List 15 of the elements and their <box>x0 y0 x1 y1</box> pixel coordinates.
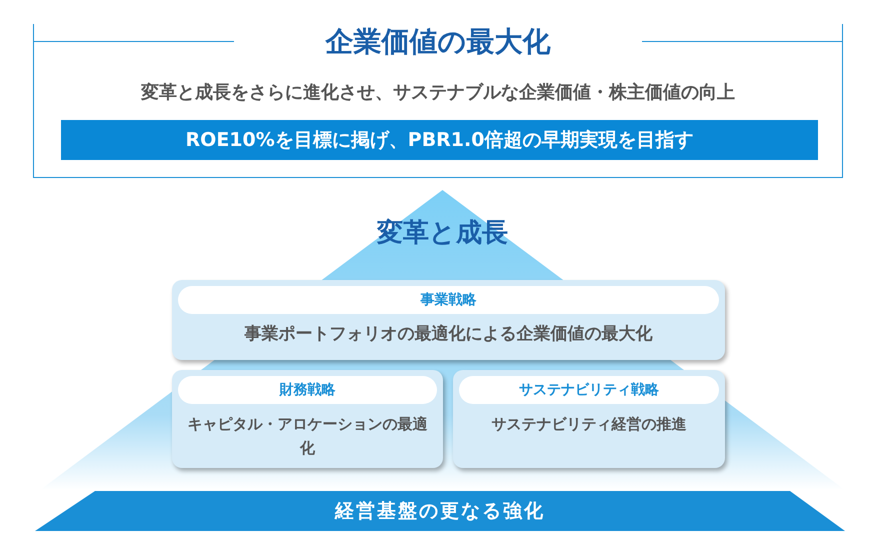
card-text: 事業ポートフォリオの最適化による企業価値の最大化 <box>244 323 654 346</box>
card-text: サステナビリティ経営の推進 <box>490 414 688 435</box>
frame-box <box>33 24 843 178</box>
frame-heading: 企業価値の最大化 <box>326 24 550 60</box>
card-heading: サステナビリティ戦略 <box>459 376 719 404</box>
card-heading: 事業戦略 <box>178 286 719 314</box>
strategy-card <box>453 370 725 468</box>
foundation-text: 経営基盤の更なる強化 <box>335 499 545 524</box>
strategy-card <box>172 370 443 468</box>
goal-banner: ROE10%を目標に掲げ、PBR1.0倍超の早期実現を目指す <box>61 120 818 160</box>
subtitle-text: 変革と成長をさらに進化させ、サステナブルな企業価値・株主価値の向上 <box>140 81 736 105</box>
card-text: キャピタル・アロケーションの最適化 <box>186 414 428 459</box>
card-heading: 財務戦略 <box>178 376 437 404</box>
pyramid-title: 変革と成長 <box>377 217 508 250</box>
strategy-card <box>172 280 725 360</box>
